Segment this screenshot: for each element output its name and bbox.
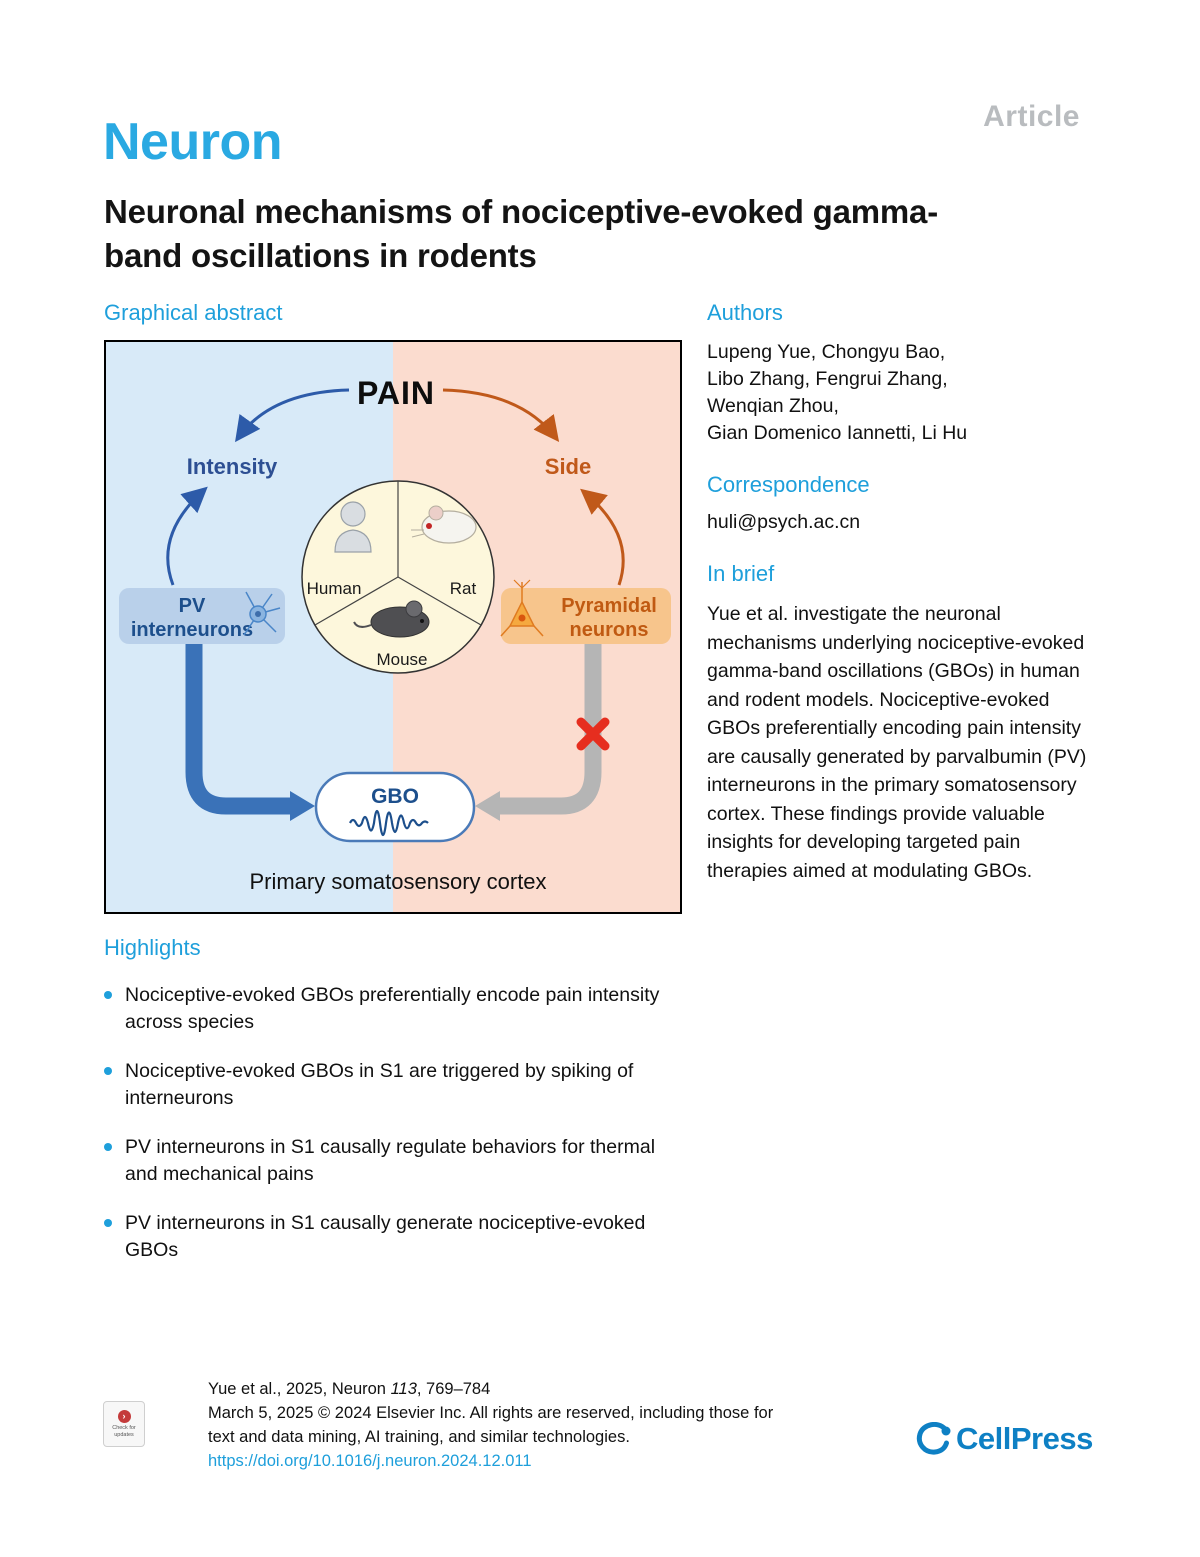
highlight-item: PV interneurons in S1 causally generate …: [104, 1210, 664, 1264]
in-brief-heading: In brief: [707, 561, 775, 586]
citation-pages: , 769–784: [416, 1380, 491, 1398]
citation-volume: 113: [390, 1380, 417, 1398]
bullet-icon: [104, 991, 112, 999]
pain-to-intensity-arrow: [235, 388, 350, 443]
highlights-heading: Highlights: [104, 935, 201, 960]
pyramidal-label-line1: Pyramidal: [561, 595, 657, 617]
side-label: Side: [545, 454, 591, 479]
crossmark-icon: ›: [117, 1409, 131, 1423]
highlights-section: Highlights Nociceptive-evoked GBOs prefe…: [104, 935, 689, 1264]
citation-prefix: Yue et al., 2025, Neuron: [208, 1380, 391, 1398]
pv-to-intensity-arrow: [166, 486, 208, 586]
author-line: Libo Zhang, Fengrui Zhang,: [707, 368, 948, 390]
pyramidal-neurons-box: Pyramidal neurons: [500, 579, 671, 644]
species-circle: Human Rat Mouse: [301, 480, 495, 674]
check-for-updates-badge[interactable]: › Check for updates: [103, 1401, 145, 1447]
bullet-icon: [104, 1143, 112, 1151]
rights-line: March 5, 2025 © 2024 Elsevier Inc. All r…: [208, 1404, 774, 1422]
correspondence-heading: Correspondence: [707, 472, 870, 497]
paper-title: Neuronal mechanisms of nociceptive-evoke…: [104, 193, 938, 274]
human-label: Human: [307, 579, 362, 598]
highlight-text: Nociceptive-evoked GBOs preferentially e…: [125, 984, 660, 1033]
gamma-wave-icon: [349, 809, 429, 837]
highlight-item: PV interneurons in S1 causally regulate …: [104, 1134, 664, 1188]
authors-heading: Authors: [707, 300, 783, 325]
red-x-icon: [576, 717, 610, 751]
pv-to-gbo-arrow: [185, 644, 315, 821]
highlight-text: PV interneurons in S1 causally regulate …: [125, 1136, 656, 1185]
pv-label-line1: PV: [179, 595, 206, 617]
cellpress-wordmark: CellPress: [956, 1421, 1093, 1456]
cellpress-logo: CellPress: [915, 1421, 1093, 1457]
pyramidal-neuron-icon: [500, 579, 544, 637]
human-icon: [334, 501, 372, 553]
citation-line: Yue et al., 2025, Neuron 113, 769–784: [208, 1377, 773, 1401]
highlight-item: Nociceptive-evoked GBOs in S1 are trigge…: [104, 1058, 664, 1112]
author-line: Wenqian Zhou,: [707, 395, 839, 417]
in-brief-text: Yue et al. investigate the neuronal mech…: [707, 603, 1087, 882]
pain-to-side-arrow: [442, 388, 560, 443]
right-column: Authors Lupeng Yue, Chongyu Bao, Libo Zh…: [707, 300, 1097, 885]
graphical-abstract-heading: Graphical abstract: [104, 300, 283, 325]
rat-label: Rat: [450, 579, 477, 598]
bullet-icon: [104, 1219, 112, 1227]
article-type-label: Article: [983, 100, 1080, 133]
highlight-text: Nociceptive-evoked GBOs in S1 are trigge…: [125, 1060, 634, 1109]
updates-badge-label: Check for updates: [112, 1424, 136, 1438]
cellpress-glyph-icon: [916, 1422, 951, 1455]
doi-link[interactable]: https://doi.org/10.1016/j.neuron.2024.12…: [208, 1452, 532, 1470]
citation-block: Yue et al., 2025, Neuron 113, 769–784 Ma…: [208, 1377, 773, 1473]
author-line: Gian Domenico Iannetti, Li Hu: [707, 422, 968, 444]
pyramidal-to-gbo-arrow: [475, 644, 602, 821]
rat-icon: [411, 505, 477, 544]
journal-logo: Neuron: [103, 113, 283, 171]
correspondence-email-link[interactable]: huli@psych.ac.cn: [707, 511, 861, 533]
pain-label: PAIN: [357, 375, 435, 411]
pv-label-line2: interneurons: [131, 619, 253, 641]
mouse-icon: [353, 600, 430, 638]
rights-line: text and data mining, AI training, and s…: [208, 1428, 630, 1446]
cortex-label: Primary somatosensory cortex: [249, 869, 546, 894]
gbo-label: GBO: [371, 785, 419, 808]
graphical-abstract-figure: PAIN Intensity Side: [104, 340, 682, 914]
bullet-icon: [104, 1067, 112, 1075]
mouse-label: Mouse: [376, 650, 427, 669]
pyramidal-to-side-arrow: [580, 488, 625, 586]
pv-neuron-icon: [243, 591, 281, 636]
graphical-abstract-svg: PAIN Intensity Side: [106, 342, 680, 912]
highlight-item: Nociceptive-evoked GBOs preferentially e…: [104, 982, 664, 1036]
author-line: Lupeng Yue, Chongyu Bao,: [707, 341, 946, 363]
intensity-label: Intensity: [187, 454, 278, 479]
gbo-pill: GBO: [314, 771, 476, 843]
pv-interneurons-box: PV interneurons: [119, 588, 285, 644]
highlight-text: PV interneurons in S1 causally generate …: [125, 1212, 646, 1261]
pyramidal-label-line2: neurons: [570, 619, 649, 641]
